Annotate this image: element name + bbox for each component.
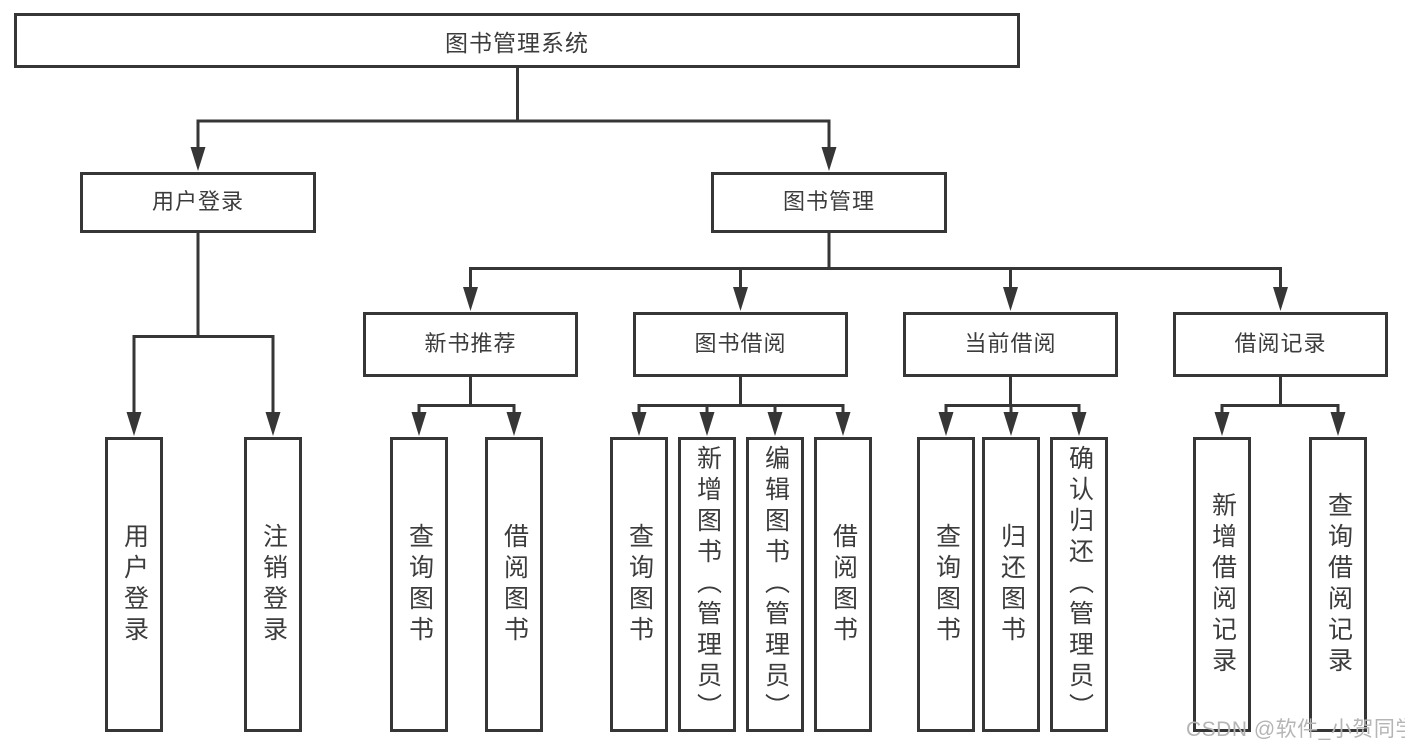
node-label: 编辑图书（管理员） <box>761 445 790 724</box>
leaf-borrow-books-recommend: 借阅图书 <box>485 437 543 732</box>
node-label: 查询借阅记录 <box>1324 491 1353 678</box>
node-borrowing-records: 借阅记录 <box>1173 312 1388 377</box>
leaf-add-borrow-record: 新增借阅记录 <box>1193 437 1251 732</box>
node-label: 归还图书 <box>997 522 1026 647</box>
leaf-query-borrow-record: 查询借阅记录 <box>1309 437 1367 732</box>
leaf-query-books-current: 查询图书 <box>917 437 975 732</box>
leaf-confirm-return-admin: 确认归还（管理员） <box>1050 437 1108 732</box>
node-label: 注销登录 <box>259 522 288 647</box>
node-current-borrowing: 当前借阅 <box>903 312 1118 377</box>
node-label: 新增图书（管理员） <box>693 445 722 724</box>
node-label: 用户登录 <box>151 189 244 215</box>
node-label: 查询图书 <box>625 522 654 647</box>
node-label: 图书管理系统 <box>445 29 589 56</box>
node-book-borrowing: 图书借阅 <box>633 312 848 377</box>
node-label: 借阅图书 <box>829 522 858 647</box>
leaf-query-books-recommend: 查询图书 <box>390 437 448 732</box>
leaf-edit-books-admin: 编辑图书（管理员） <box>746 437 804 732</box>
node-label: 新增借阅记录 <box>1208 491 1237 678</box>
leaf-add-books-admin: 新增图书（管理员） <box>678 437 736 732</box>
node-label: 新书推荐 <box>424 331 517 357</box>
node-label: 用户登录 <box>120 522 149 647</box>
leaf-logout: 注销登录 <box>244 437 302 732</box>
node-label: 确认归还（管理员） <box>1065 445 1094 724</box>
node-label: 图书借阅 <box>694 331 787 357</box>
node-root-library-system: 图书管理系统 <box>14 13 1020 68</box>
arrowhead-icons <box>126 147 1346 436</box>
leaf-borrow-books: 借阅图书 <box>814 437 872 732</box>
node-label: 借阅记录 <box>1234 331 1327 357</box>
node-book-management: 图书管理 <box>711 172 947 233</box>
node-label: 查询图书 <box>932 522 961 647</box>
node-label: 当前借阅 <box>964 331 1057 357</box>
node-label: 图书管理 <box>782 189 875 215</box>
node-new-book-recommend: 新书推荐 <box>363 312 578 377</box>
node-label: 借阅图书 <box>500 522 529 647</box>
leaf-query-books-borrowing: 查询图书 <box>610 437 668 732</box>
node-label: 查询图书 <box>405 522 434 647</box>
leaf-user-login: 用户登录 <box>105 437 163 732</box>
node-user-login: 用户登录 <box>80 172 316 233</box>
csdn-watermark: CSDN @软件_小贺同学 <box>1186 718 1405 741</box>
leaf-return-books: 归还图书 <box>982 437 1040 732</box>
